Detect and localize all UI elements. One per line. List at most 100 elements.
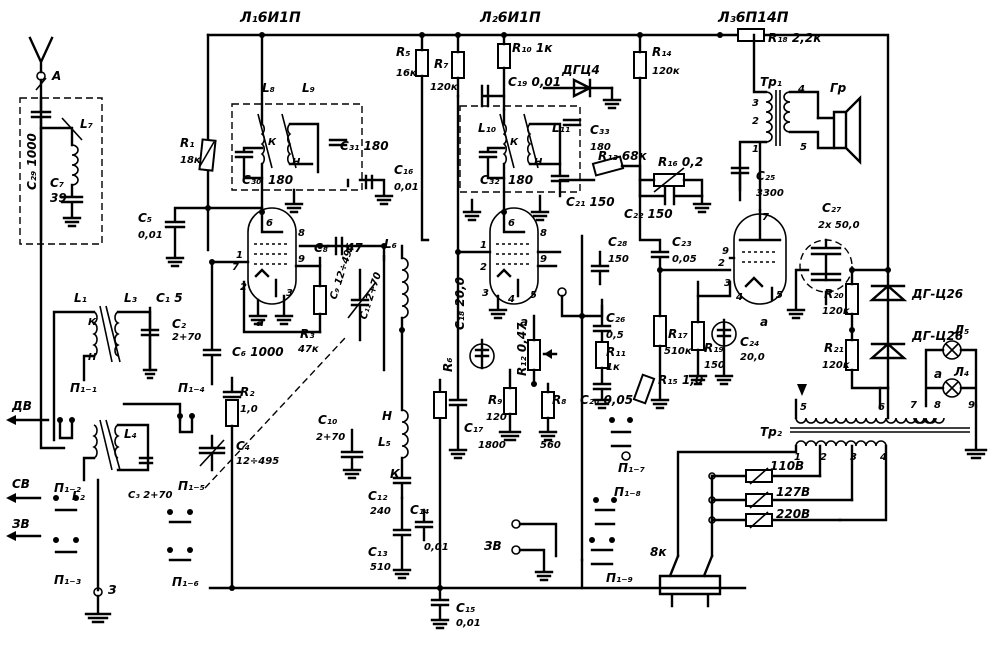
tr2-label: Тр₂ <box>760 425 783 439</box>
c5-label: C₅ <box>138 211 152 225</box>
tone-network: R₁₃ 68к R₁₆ 0,2 C₂₂ 150 <box>558 149 712 221</box>
c6-label: C₆ 1000 <box>232 345 284 359</box>
c5-value: 0,01 <box>138 230 163 241</box>
tr2-pin5: 5 <box>800 402 807 413</box>
r21-value: 120к <box>822 360 850 371</box>
l7-label: L₇ <box>80 117 94 131</box>
tr1-pin4: 4 <box>797 84 805 95</box>
c12-value: 240 <box>370 506 391 517</box>
l10-label: L₁₀ <box>478 121 497 135</box>
pin-4c: 4 <box>735 292 743 303</box>
c2-label: C₂ <box>172 317 187 331</box>
tube-2-label: Л₂6И1П <box>479 10 541 26</box>
tr2-pin8: 8 <box>934 400 941 411</box>
p14-label: П₁₋₄ <box>178 381 205 395</box>
r3-value: 47к <box>297 344 319 355</box>
c15-label: C₁₅ <box>456 601 475 615</box>
c21-label: C₂₁ 150 <box>566 195 615 209</box>
c26-value: 0,5 <box>606 330 624 341</box>
lamp4-label: Л₄ <box>953 365 969 379</box>
h1-label: Н <box>88 352 97 363</box>
if-can-2: L₁₀ L₁₁ C₃₃ 180 C₃₂ 180 C₂₁ 150 К Н <box>459 105 615 222</box>
c4-value: 12÷495 <box>236 456 279 467</box>
r16-label: R₁₆ 0,2 <box>658 155 703 169</box>
tap-127: 127В <box>776 485 810 499</box>
l3-label: L₃ <box>124 291 138 305</box>
r9-value: 120 <box>486 412 507 423</box>
c18-label: C₁₈ 20,0 <box>453 277 467 330</box>
p13-label: П₁₋₃ <box>54 573 82 587</box>
c20-label: C₂₀ 0,05 <box>580 393 633 407</box>
tube-2: Л₂6И1П 6 8 1 2 9 3 5 4 а <box>456 10 562 329</box>
c27-label: C₂₇ <box>822 201 842 215</box>
pickup-switches: П₁₋₇ П₁₋₈ П₁₋₉ ЗВ <box>484 417 646 590</box>
c11-label: C₁₁ 2+70 <box>358 271 384 321</box>
r11-label: R₁₁ <box>606 345 626 359</box>
k3-label: К <box>390 467 401 481</box>
c33-value: 180 <box>590 142 611 153</box>
p18-label: П₁₋₈ <box>614 485 641 499</box>
c12-label: C₁₂ <box>368 489 388 503</box>
tube-1: Л₁6И1П 6 8 1 7 9 2 3 а <box>210 10 330 329</box>
r12-label: R₁₂ 0,47 <box>515 322 529 376</box>
c28-label: C₂₈ <box>608 235 627 249</box>
c22-label: C₂₂ 150 <box>624 207 673 221</box>
junctions <box>205 32 891 591</box>
p11-label: П₁₋₁ <box>70 381 97 395</box>
d1-label: ДГ-Ц26 <box>911 287 963 301</box>
pin-5c: 5 <box>776 290 783 301</box>
pin-8b: 8 <box>540 228 547 239</box>
tr1-pin1: 1 <box>752 144 759 155</box>
h3-label: Н <box>382 409 392 423</box>
r9-label: R₉ <box>488 393 503 407</box>
c23-label: C₂₃ <box>672 235 692 249</box>
c13-label: C₁₃ <box>368 545 388 559</box>
fuse-label: 8к <box>650 545 667 559</box>
tube-3: Л₃6П14П 7 9 2 3 4 5 а <box>717 10 789 329</box>
pin-6b: 6 <box>508 218 515 229</box>
c29-label: C₂₉ 1000 <box>25 133 39 190</box>
pin-9c: 9 <box>722 246 729 257</box>
k2-label: К <box>268 137 277 148</box>
c7-value: 39 <box>50 191 67 205</box>
c14-value: 0,01 <box>424 542 449 553</box>
detector-label: ДГЦ4 <box>561 63 600 77</box>
lamp5-label: Л₅ <box>953 323 969 337</box>
c24-value: 20,0 <box>740 352 765 363</box>
a1-label: а <box>256 315 264 329</box>
a4-label: а <box>934 367 942 381</box>
tr1-pin3: 3 <box>752 98 759 109</box>
l11-label: L₁₁ <box>552 121 570 135</box>
r8-label: R₈ <box>552 393 567 407</box>
band-sv: СВ <box>12 477 30 491</box>
pin-3b: 3 <box>482 288 489 299</box>
r3-label: R₃ <box>300 327 315 341</box>
pin-1b: 1 <box>480 240 487 251</box>
pin-7c: 7 <box>762 212 769 223</box>
c25-label: C₂₅ <box>756 169 775 183</box>
r17-label: R₁₇ <box>668 327 688 341</box>
tap-110: 110В <box>770 459 804 473</box>
pickup-label: ЗВ <box>484 539 502 553</box>
pin-3a: 3 <box>286 288 293 299</box>
l8-label: L₈ <box>262 81 275 95</box>
l5-label: L₅ <box>378 435 391 449</box>
c19-label: C₁₉ 0,01 <box>508 75 561 89</box>
tr2-pin3: 3 <box>850 452 857 463</box>
r11-value: 1к <box>606 362 620 373</box>
pin-7a: 7 <box>232 262 239 273</box>
c23-value: 0,05 <box>672 254 697 265</box>
tr1-pin2: 2 <box>752 116 759 127</box>
tube-1-label: Л₁6И1П <box>239 10 301 26</box>
c27-value: 2x 50,0 <box>818 220 860 231</box>
r1-c5: R₁ 18к C₅ 0,01 <box>138 136 264 268</box>
speaker-label: Гр <box>830 81 847 95</box>
c16-label: C₁₆ <box>394 163 413 177</box>
pin-2b: 2 <box>480 262 487 273</box>
k4-label: К <box>510 137 519 148</box>
tube-3-label: Л₃6П14П <box>717 10 789 26</box>
c30-value: 180 <box>268 173 293 187</box>
r7-label: R₇ <box>434 57 449 71</box>
l1-label: L₁ <box>74 291 87 305</box>
